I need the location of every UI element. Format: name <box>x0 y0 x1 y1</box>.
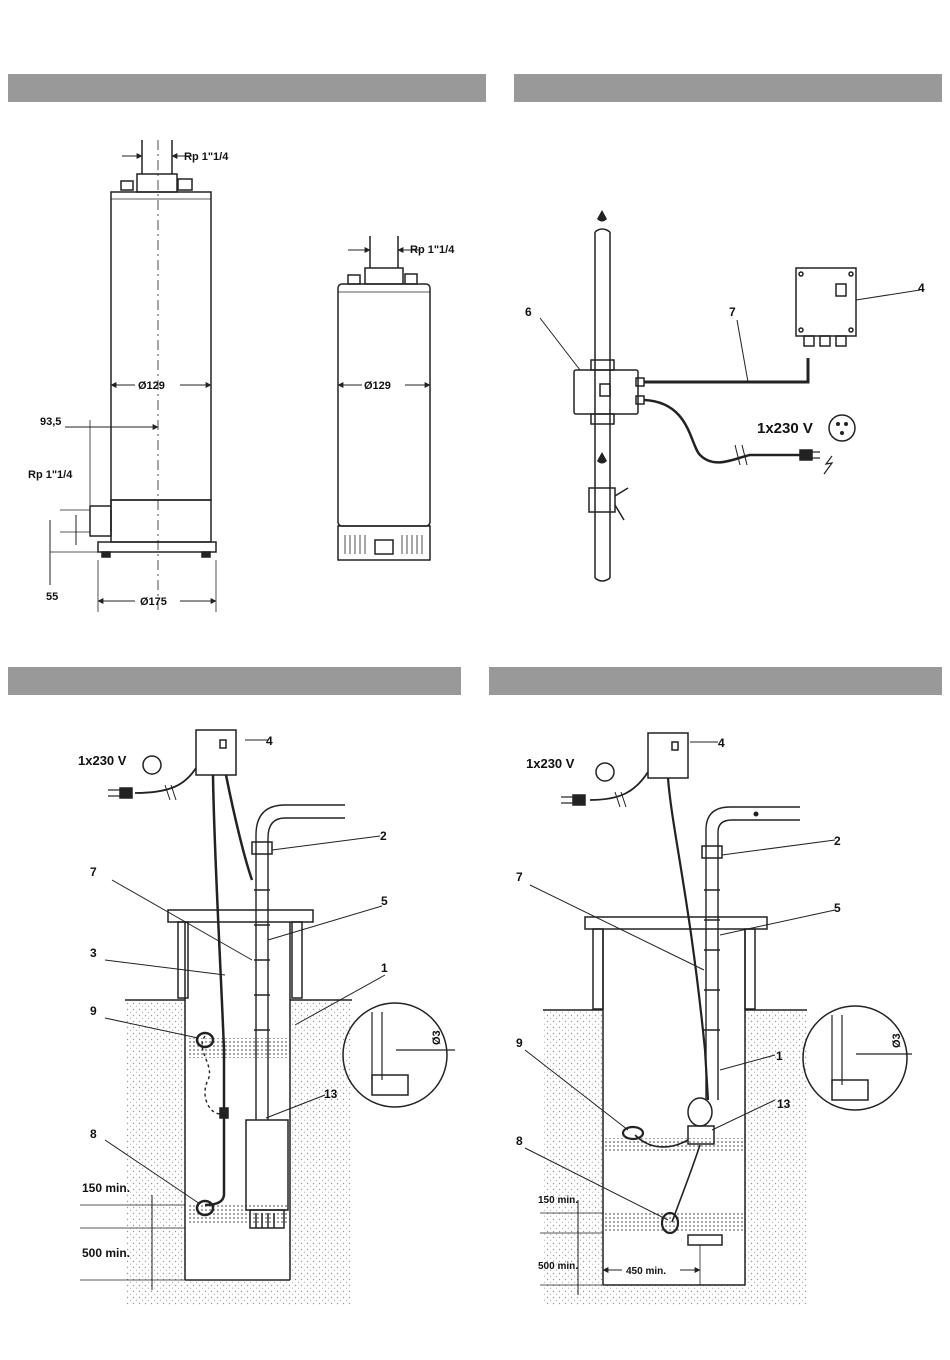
label-4: 4 <box>918 281 925 295</box>
label-9-p4: 9 <box>516 1036 523 1050</box>
label-8-p4: 8 <box>516 1134 523 1148</box>
label-2-p4: 2 <box>834 834 841 848</box>
label-6: 6 <box>525 305 532 319</box>
diameter-label-short: Ø129 <box>364 380 391 392</box>
outlet-size-label-short: Rp 1"1/4 <box>410 244 455 256</box>
installation-diagram-suspended: 1x230 V 4 2 7 5 1 9 13 8 Ø3 150 min. 500… <box>516 733 912 1305</box>
water-drop-icon <box>597 452 607 464</box>
installation-diagram-float: 1x230 V 4 2 7 5 3 1 9 13 8 Ø3 150 min. 5… <box>78 730 455 1305</box>
dim-500-p4: 500 min. <box>538 1261 578 1272</box>
diameter-detail-p3: Ø3 <box>431 1030 443 1045</box>
dim-450-p4: 450 min. <box>626 1266 666 1277</box>
pump-tall-drawing <box>50 140 216 612</box>
label-2-p3: 2 <box>380 829 387 843</box>
voltage-label: 1x230 V <box>757 420 813 437</box>
label-7: 7 <box>729 305 736 319</box>
dim-500-p3: 500 min. <box>82 1246 130 1260</box>
base-height-label: 55 <box>46 591 58 603</box>
base-diameter-label: Ø175 <box>140 596 167 608</box>
label-1-p3: 1 <box>381 961 388 975</box>
socket-icon <box>836 422 840 426</box>
dim-150-p3: 150 min. <box>82 1181 130 1195</box>
outlet-size-label: Rp 1"1/4 <box>184 151 229 163</box>
label-4-p4: 4 <box>718 736 725 750</box>
side-outlet-label: Rp 1"1/4 <box>28 469 73 481</box>
label-3-p3: 3 <box>90 946 97 960</box>
label-8-p3: 8 <box>90 1127 97 1141</box>
voltage-label-4: 1x230 V <box>526 756 575 771</box>
offset-label: 93,5 <box>40 416 61 428</box>
diameter-detail-p4: Ø3 <box>891 1033 903 1048</box>
label-5-p4: 5 <box>834 901 841 915</box>
label-4-p3: 4 <box>266 734 273 748</box>
diameter-label: Ø129 <box>138 380 165 392</box>
pump-short-drawing <box>338 236 430 560</box>
label-7-p3: 7 <box>90 865 97 879</box>
label-1-p4: 1 <box>776 1049 783 1063</box>
label-13-p3: 13 <box>324 1087 338 1101</box>
voltage-label-3: 1x230 V <box>78 753 127 768</box>
dim-150-p4: 150 min. <box>538 1195 578 1206</box>
label-9-p3: 9 <box>90 1004 97 1018</box>
label-5-p3: 5 <box>381 894 388 908</box>
water-drop-icon <box>597 210 607 222</box>
label-7-p4: 7 <box>516 870 523 884</box>
label-13-p4: 13 <box>777 1097 791 1111</box>
pressure-control-diagram <box>540 229 920 581</box>
